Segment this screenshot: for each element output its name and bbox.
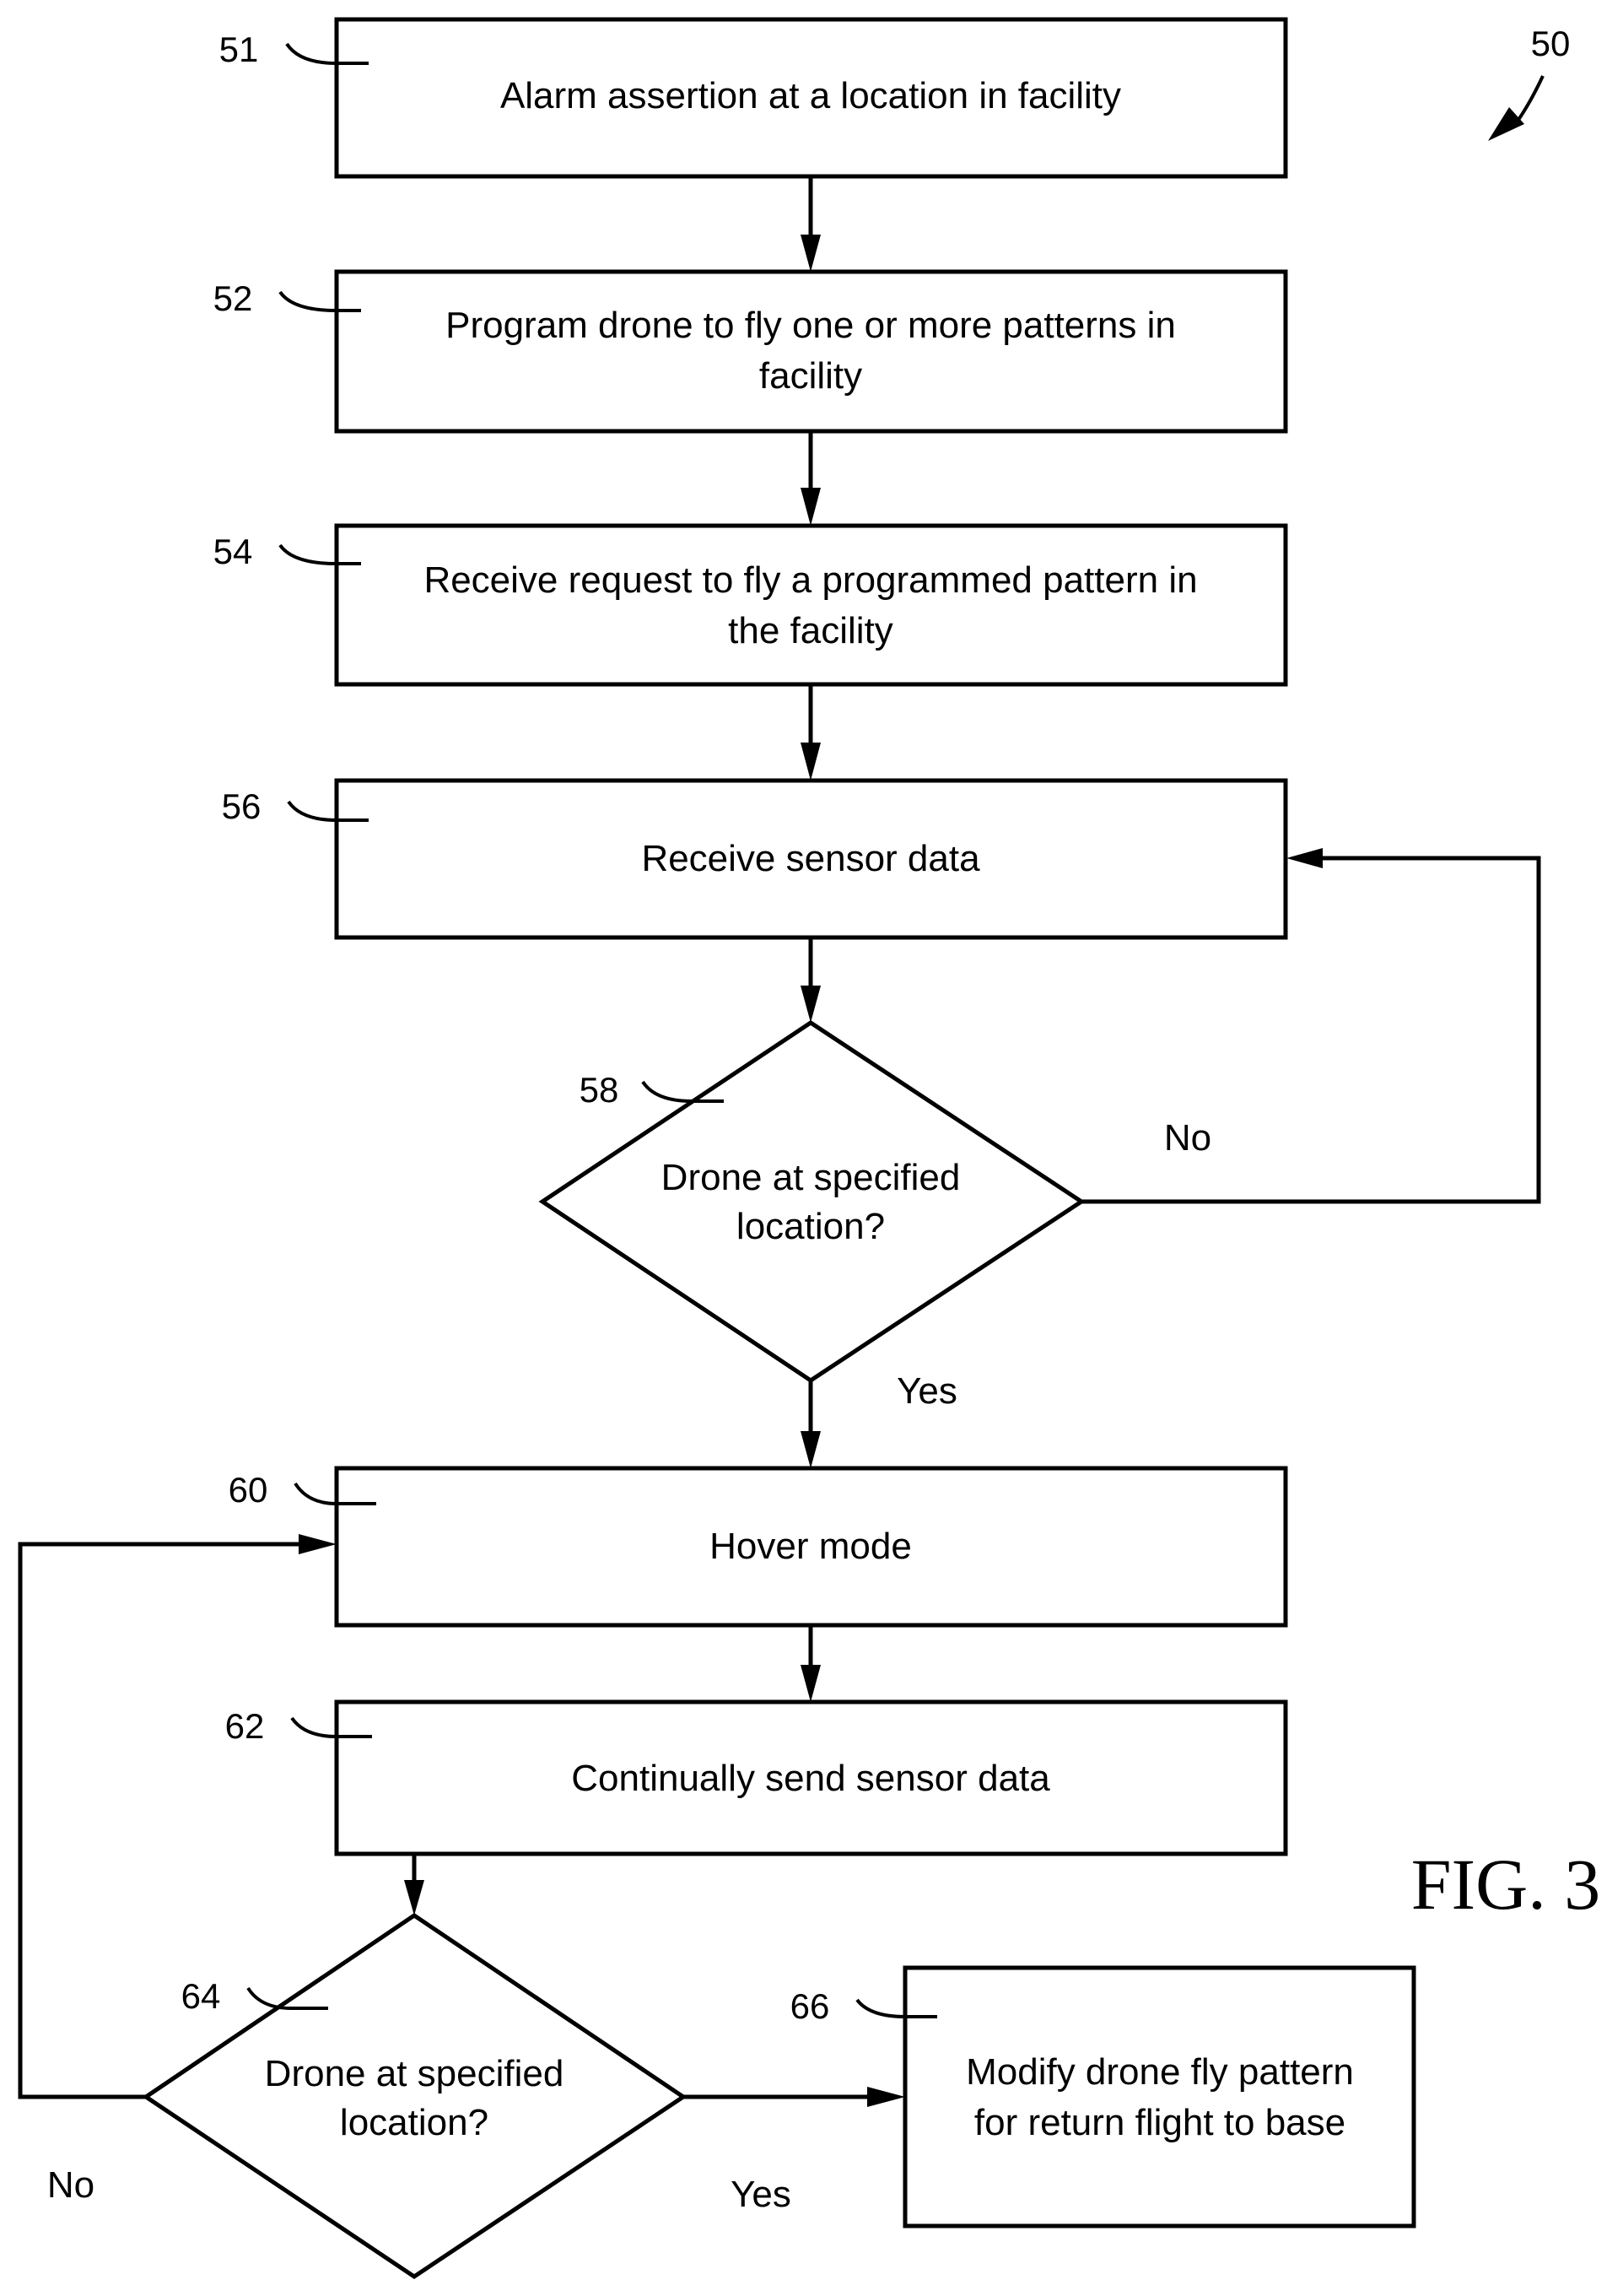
step-52: Program drone to fly one or more pattern…: [213, 272, 1286, 431]
step-51-ref: 51: [219, 30, 259, 69]
step-56: Receive sensor data 56: [222, 781, 1286, 937]
arrow-51-to-52: [801, 176, 821, 272]
step-56-text: Receive sensor data: [641, 838, 980, 879]
step-54-text-line2: the facility: [728, 610, 893, 651]
decision-58-ref: 58: [580, 1070, 619, 1110]
decision-58-text-line1: Drone at specified: [661, 1157, 961, 1198]
step-51-text: Alarm assertion at a location in facilit…: [500, 75, 1121, 116]
step-62-text: Continually send sensor data: [571, 1758, 1050, 1799]
decision-58-text-line2: location?: [736, 1206, 885, 1247]
decision-64-text-line2: location?: [340, 2102, 488, 2143]
arrow-56-to-58: [801, 937, 821, 1023]
step-60-text: Hover mode: [709, 1526, 912, 1567]
decision-64-no-label: No: [47, 2164, 94, 2206]
decision-58-yes-label: Yes: [897, 1370, 957, 1412]
figure-label: FIG. 3: [1411, 1844, 1601, 1925]
decision-58: Drone at specified location? 58: [542, 1023, 1081, 1380]
figure-reference-label: 50: [1531, 24, 1571, 63]
arrow-54-to-56: [801, 684, 821, 781]
arrow-60-to-62: [801, 1625, 821, 1702]
step-60-ref: 60: [229, 1470, 268, 1510]
step-54: Receive request to fly a programmed patt…: [213, 526, 1286, 684]
decision-64-yes-label: Yes: [731, 2174, 791, 2215]
step-54-ref: 54: [213, 532, 253, 571]
step-54-text-line1: Receive request to fly a programmed patt…: [423, 559, 1197, 601]
step-52-ref: 52: [213, 278, 253, 318]
step-66-ref: 66: [790, 1986, 830, 2026]
arrow-58-yes-to-60: [801, 1380, 821, 1468]
arrow-62-to-64: [404, 1854, 424, 1915]
step-66-text-line1: Modify drone fly pattern: [966, 2051, 1354, 2093]
decision-64: Drone at specified location? 64: [146, 1915, 683, 2277]
decision-64-ref: 64: [181, 1976, 221, 2016]
step-52-text-line2: facility: [759, 355, 862, 397]
figure-reference-arrow: [1488, 76, 1543, 141]
arrow-52-to-54: [801, 431, 821, 526]
decision-58-no-label: No: [1164, 1117, 1211, 1159]
step-66-text-line2: for return flight to base: [974, 2102, 1345, 2143]
step-62: Continually send sensor data 62: [225, 1702, 1286, 1854]
decision-64-text-line1: Drone at specified: [265, 2053, 564, 2094]
step-51: Alarm assertion at a location in facilit…: [219, 19, 1286, 176]
step-56-ref: 56: [222, 786, 262, 826]
arrow-64-yes-to-66: [683, 2087, 905, 2107]
step-52-text-line1: Program drone to fly one or more pattern…: [445, 305, 1176, 346]
step-62-ref: 62: [225, 1706, 265, 1746]
step-60: Hover mode 60: [229, 1468, 1286, 1625]
